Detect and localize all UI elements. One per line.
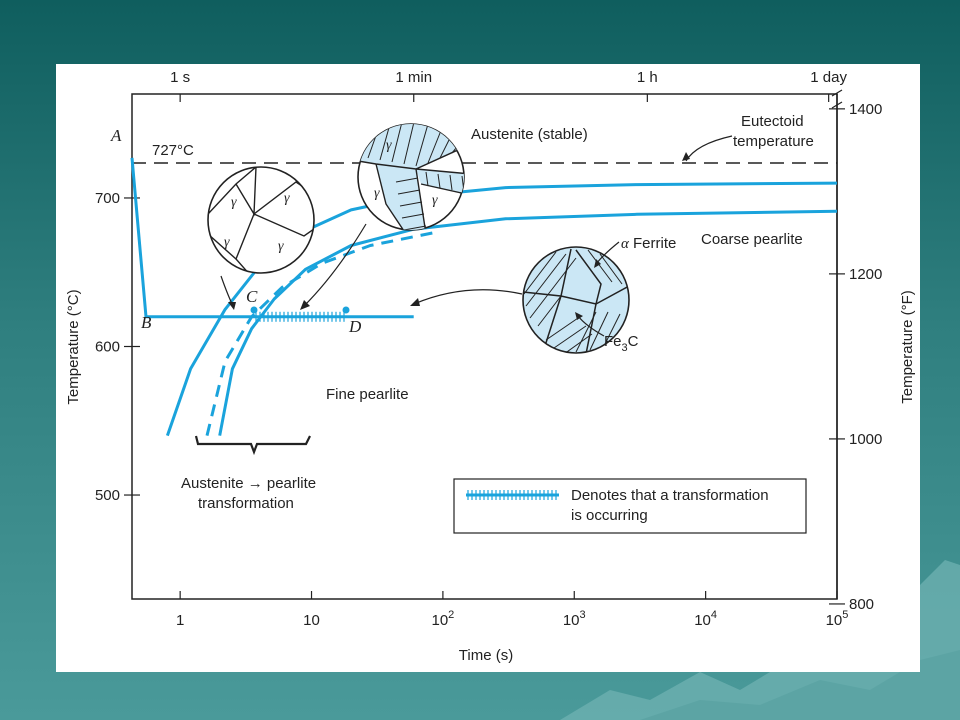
start-curve	[165, 181, 838, 437]
point-a-label: A	[110, 126, 122, 145]
austenite-grain-micrograph: γ γ γ γ	[207, 166, 315, 274]
legend-text-line1: Denotes that a transformation	[571, 487, 769, 504]
y-axis-right-ticks: 800 1000 1200 1400	[829, 101, 882, 613]
fine-pearlite-label: Fine pearlite	[326, 386, 409, 403]
transformation-hatch	[255, 311, 345, 322]
point-c-label: C	[246, 287, 258, 306]
svg-text:γ: γ	[278, 239, 284, 254]
eutectoid-annotation-line2: temperature	[733, 133, 814, 150]
x-tick-label: 102	[431, 609, 454, 629]
y-tick-label: 700	[95, 190, 120, 207]
x-tick-label: 1	[176, 612, 184, 629]
ttt-diagram: 1 s 1 min 1 h 1 day 1 10 102 103 104 105 500 600 7…	[65, 69, 916, 664]
partial-pearlite-micrograph: γ γ γ	[357, 123, 465, 231]
pearlite-micrograph	[522, 246, 630, 354]
point-b-label: B	[141, 313, 152, 332]
y-right-tick-label: 1000	[849, 431, 882, 448]
top-tick-label: 1 min	[395, 69, 432, 86]
eutectoid-annotation-line1: Eutectoid	[741, 113, 804, 130]
svg-text:γ: γ	[386, 138, 392, 153]
top-tick-label: 1 s	[170, 69, 190, 86]
micrograph3-arrow	[413, 289, 523, 305]
x-tick-label: 10	[303, 612, 320, 629]
transformation-label-line2: transformation	[198, 495, 294, 512]
eutectoid-value-label: 727°C	[152, 142, 194, 159]
fe3c-label: Fe3C	[604, 333, 639, 354]
y-axis-left-label: Temperature (°C)	[65, 289, 82, 404]
micrograph2-arrow	[303, 223, 367, 307]
point-d-label: D	[348, 317, 362, 336]
point-c-marker	[250, 306, 258, 314]
y-axis-left-ticks: 500 600 700	[95, 190, 140, 504]
diagram-panel: 1 s 1 min 1 h 1 day 1 10 102 103 104 105 500 600 7…	[56, 64, 920, 672]
x-tick-label: 105	[826, 609, 849, 629]
y-tick-label: 500	[95, 487, 120, 504]
x-tick-label: 103	[563, 609, 586, 629]
ferrite-label: Ferrite	[633, 235, 676, 252]
svg-text:γ: γ	[224, 235, 230, 250]
top-time-scale: 1 s 1 min 1 h 1 day	[170, 69, 848, 102]
svg-text:γ: γ	[231, 195, 237, 210]
x-axis-label: Time (s)	[459, 647, 513, 664]
x-axis-ticks: 1 10 102 103 104 105	[176, 591, 848, 629]
x-tick-label: 104	[694, 609, 717, 629]
legend-text-line2: is occurring	[571, 507, 648, 524]
y-tick-label: 600	[95, 339, 120, 356]
legend: Denotes that a transformation is occurri…	[453, 478, 807, 534]
finish-curve	[218, 209, 838, 436]
transformation-label-line1: Austenite → pearlite	[181, 475, 316, 492]
ferrite-alpha-label: α	[621, 236, 630, 252]
svg-text:γ: γ	[432, 193, 438, 208]
svg-text:γ: γ	[374, 186, 380, 201]
austenite-stable-label: Austenite (stable)	[471, 126, 588, 143]
coarse-pearlite-label: Coarse pearlite	[701, 231, 803, 248]
svg-text:γ: γ	[284, 191, 290, 206]
y-right-tick-label: 1200	[849, 266, 882, 283]
eutectoid-arrow	[685, 135, 733, 162]
y-right-tick-label: 1400	[849, 101, 882, 118]
y-axis-right-label: Temperature (°F)	[899, 290, 916, 404]
y-right-tick-label: 800	[849, 596, 874, 613]
transformation-bracket	[194, 435, 311, 456]
top-tick-label: 1 h	[637, 69, 658, 86]
point-d-marker	[342, 306, 350, 314]
half-completion-curve	[205, 230, 438, 436]
top-tick-label: 1 day	[810, 69, 847, 86]
axis-break-mark	[831, 89, 843, 109]
